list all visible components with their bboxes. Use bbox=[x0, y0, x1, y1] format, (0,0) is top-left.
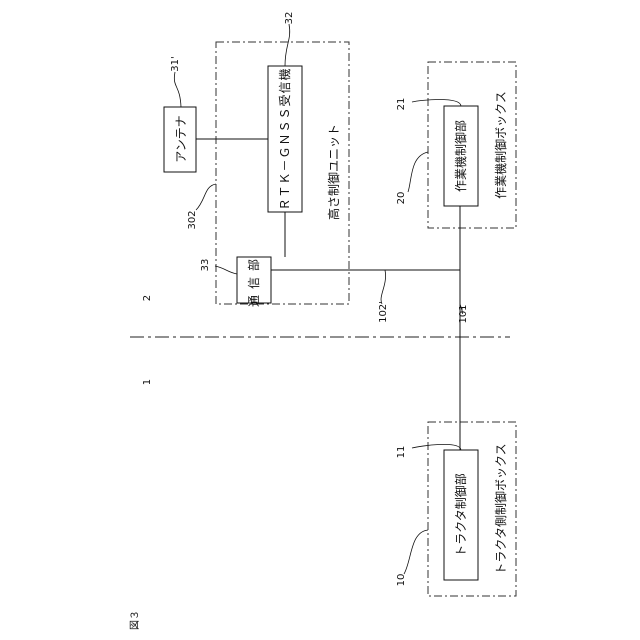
figure-label: 図３ bbox=[129, 610, 141, 630]
leader-21 bbox=[412, 100, 461, 107]
section-number-upper: 2 bbox=[142, 295, 153, 301]
ref-10: 10 bbox=[396, 574, 407, 587]
leader-11 bbox=[412, 444, 461, 450]
work-controller-label: 作業機制御部 bbox=[453, 120, 468, 192]
tractor-controller-label: トラクタ制御部 bbox=[453, 473, 468, 557]
ref-32: 32 bbox=[284, 12, 295, 25]
section-number-lower: 1 bbox=[142, 379, 153, 385]
ref-33: 33 bbox=[200, 259, 211, 272]
antenna-label: アンテナ bbox=[174, 115, 188, 163]
work-machine-box-label: 作業機制御ボックス bbox=[493, 91, 508, 199]
leader-20 bbox=[408, 152, 428, 192]
tractor-box-label: トラクタ側制御ボックス bbox=[493, 443, 508, 574]
rtk-receiver-label: ＲＴＫ－ＧＮＳＳ受信機 bbox=[277, 67, 292, 210]
leader-32 bbox=[285, 24, 290, 66]
leader-33 bbox=[215, 266, 237, 274]
height-control-unit-label: 高さ制御ユニット bbox=[326, 124, 341, 220]
ref-101: 101 bbox=[458, 304, 469, 323]
leader-31 bbox=[174, 72, 181, 107]
leader-102 bbox=[381, 270, 386, 304]
ref-11: 11 bbox=[396, 446, 407, 459]
communication-label: 通信部 bbox=[246, 253, 261, 307]
ref-20: 20 bbox=[396, 192, 407, 205]
ref-302: 302 bbox=[187, 210, 198, 229]
leader-302 bbox=[196, 184, 216, 210]
ref-21: 21 bbox=[396, 98, 407, 111]
leader-10 bbox=[404, 530, 428, 574]
ref-102: 102' bbox=[378, 301, 389, 323]
ref-31: 31' bbox=[170, 56, 181, 71]
